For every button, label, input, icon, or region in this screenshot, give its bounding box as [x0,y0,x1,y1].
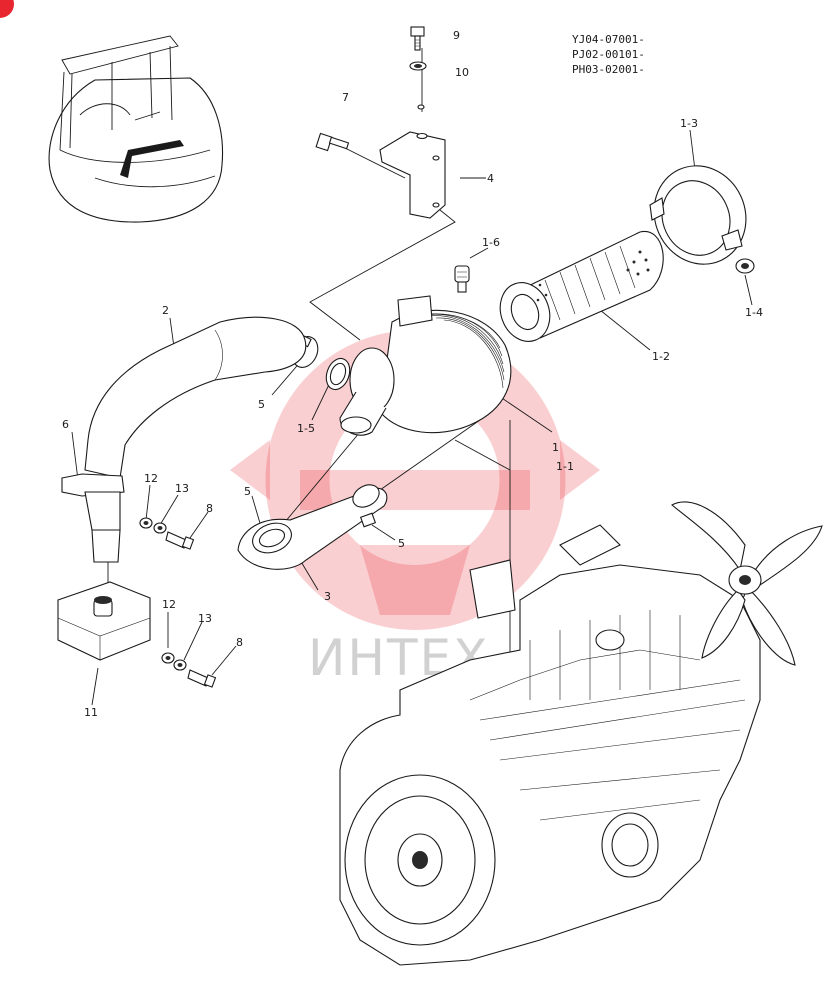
label-part-1-4: 1-4 [745,306,763,319]
label-part-4: 4 [487,172,494,185]
label-part-1-5: 1-5 [297,422,315,435]
label-part-5-top: 5 [258,398,265,411]
cooling-fan [671,501,823,666]
label-part-1: 1 [552,441,559,454]
label-part-13-lower: 13 [198,612,212,625]
bolt-8-lower [187,669,217,688]
label-part-7: 7 [342,91,349,104]
serial-1: YJ04-07001- [572,33,645,46]
washer-12-lower [161,652,175,664]
serial-3: PH03-02001- [572,63,645,76]
label-part-1-2: 1-2 [652,350,670,363]
label-part-5-mid: 5 [244,485,251,498]
label-part-3: 3 [324,590,331,603]
label-part-6: 6 [62,418,69,431]
bolt-8-upper [165,531,195,550]
bolt-9 [410,26,425,51]
cover-1-3 [649,165,747,265]
label-part-1-3: 1-3 [680,117,698,130]
washer-10 [409,61,427,71]
label-part-1-1: 1-1 [556,460,574,473]
corner-badge [0,0,14,18]
label-part-2: 2 [162,304,169,317]
excavator-inset [48,35,224,223]
label-part-12-lower: 12 [162,598,176,611]
label-part-9: 9 [453,29,460,42]
bracket-11 [57,581,151,661]
indicator-1-6 [454,265,470,293]
bracket-4 [379,131,446,219]
washer-13-lower [173,659,187,671]
bolt-hole [417,104,425,110]
label-part-8-lower: 8 [236,636,243,649]
hose-3 [237,484,388,570]
o-ring-1-5 [325,357,351,391]
bolt-7 [315,132,350,152]
valve-1-4 [735,258,755,274]
label-part-13-upper: 13 [175,482,189,495]
label-part-5-right: 5 [398,537,405,550]
label-part-8-upper: 8 [206,502,213,515]
engine [339,524,761,966]
filter-element-1-2 [499,231,664,342]
label-part-10: 10 [455,66,469,79]
serial-2: PJ02-00101- [572,48,645,61]
air-cleaner-housing [339,295,512,436]
hose-2 [61,316,307,563]
label-part-1-6: 1-6 [482,236,500,249]
washer-12-upper [139,517,153,529]
label-part-12-upper: 12 [144,472,158,485]
label-part-11: 11 [84,706,98,719]
washer-13-upper [153,522,167,534]
